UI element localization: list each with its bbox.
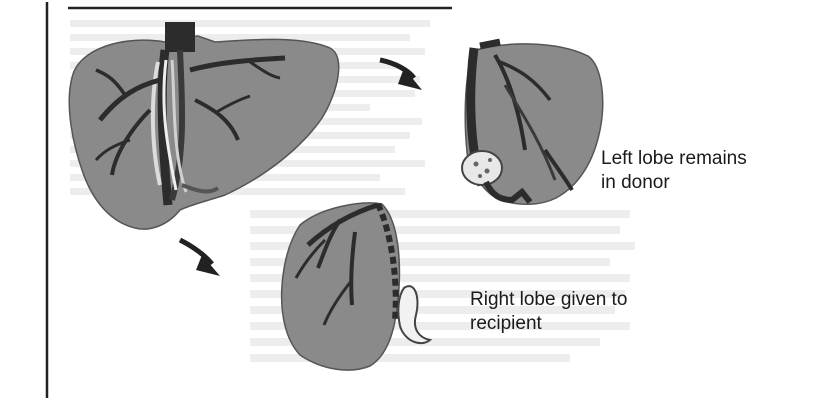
right-lobe-caption-line2: recipient [470, 312, 627, 336]
left-lobe-icon [462, 42, 603, 204]
whole-liver-icon [69, 22, 338, 229]
left-lobe-caption: Left lobe remains in donor [601, 147, 747, 195]
left-lobe-caption-line2: in donor [601, 171, 747, 195]
arrow-icon [180, 240, 220, 276]
left-lobe-caption-line1: Left lobe remains [601, 147, 747, 171]
right-lobe-caption-line1: Right lobe given to [470, 288, 627, 312]
right-lobe-caption: Right lobe given to recipient [470, 288, 627, 336]
